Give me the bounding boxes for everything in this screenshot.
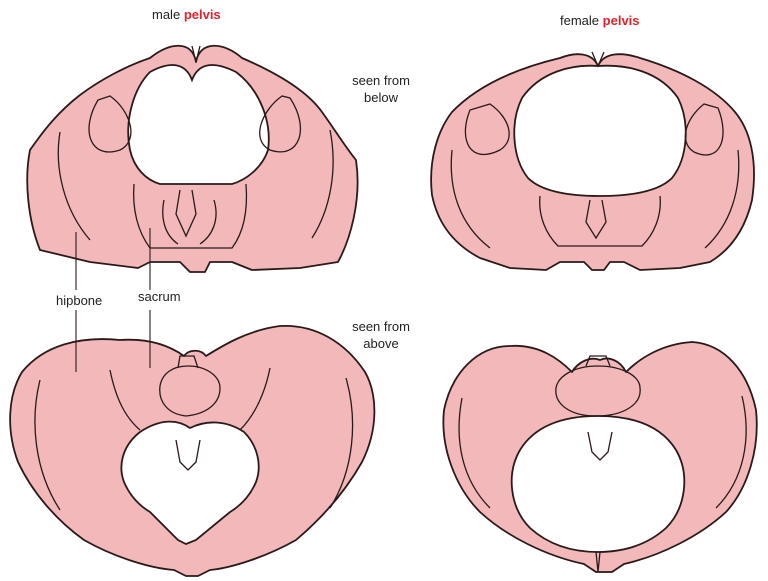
view-label-below: seen from below xyxy=(326,72,436,106)
sacrum-label: sacrum xyxy=(138,288,181,305)
view-below-line2: below xyxy=(326,89,436,106)
male-title-accent: pelvis xyxy=(184,7,221,22)
view-below-line1: seen from xyxy=(326,72,436,89)
female-pelvis-below xyxy=(431,52,754,270)
view-above-line2: above xyxy=(326,335,436,352)
male-below-opening xyxy=(128,65,269,184)
hipbone-label: hipbone xyxy=(56,292,102,309)
male-pelvis-below xyxy=(27,46,357,272)
view-above-line1: seen from xyxy=(326,318,436,335)
female-title-prefix: female xyxy=(560,13,599,28)
male-pelvis-title: male pelvis xyxy=(152,6,221,23)
female-pelvis-title: female pelvis xyxy=(560,12,640,29)
male-title-prefix: male xyxy=(152,7,180,22)
view-label-above: seen from above xyxy=(326,318,436,352)
female-pelvis-above xyxy=(443,342,756,572)
female-title-accent: pelvis xyxy=(603,13,640,28)
female-below-opening xyxy=(514,66,685,196)
female-above-opening xyxy=(512,416,685,552)
male-pelvis-above xyxy=(10,326,374,576)
